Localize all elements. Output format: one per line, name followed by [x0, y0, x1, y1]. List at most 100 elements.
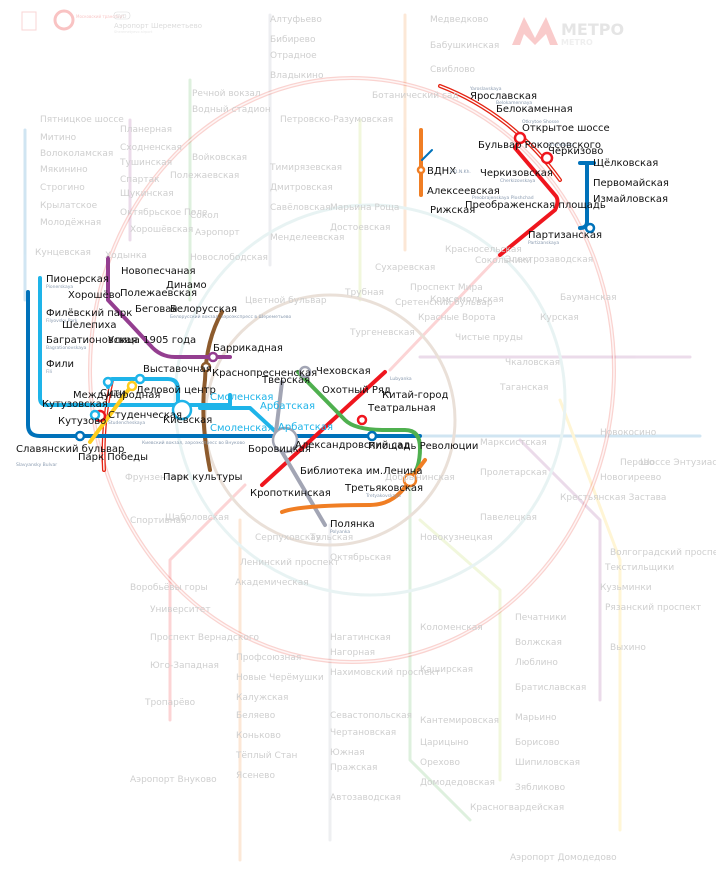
- airport-vnukovo-label[interactable]: Аэропорт Внуково: [130, 775, 217, 785]
- faded-station-label[interactable]: Кунцевская: [35, 248, 91, 258]
- label-filyovsky-park[interactable]: Филёвский парк: [46, 308, 132, 319]
- label-pionerskaya[interactable]: Пионерская: [46, 274, 109, 285]
- label-vdnkh[interactable]: ВДНХ: [427, 166, 456, 177]
- partizanskaya-marker[interactable]: [584, 222, 596, 234]
- label-rizhskaya[interactable]: Рижская: [430, 205, 475, 216]
- faded-station-label[interactable]: Менделеевская: [270, 233, 344, 243]
- label-otkrytoe[interactable]: Открытое шоссе: [522, 123, 610, 134]
- faded-station-label[interactable]: Чертановская: [330, 728, 396, 738]
- faded-station-label[interactable]: Марьина Роща: [330, 203, 399, 213]
- faded-station-label[interactable]: Октябрьская: [330, 553, 391, 563]
- label-belokamennaya[interactable]: Белокаменная: [496, 104, 573, 115]
- label-vystavochnaya[interactable]: Выставочная: [143, 364, 212, 375]
- faded-station-label[interactable]: Сокол: [190, 211, 219, 221]
- label-kitay-gorod[interactable]: Китай-город: [382, 390, 448, 401]
- faded-station-label[interactable]: Красные Ворота: [418, 313, 496, 323]
- label-cherkizovskaya[interactable]: Черкизовская: [480, 168, 553, 179]
- label-teatralnaya[interactable]: Театральная: [367, 403, 436, 414]
- faded-station-label[interactable]: Сходненская: [120, 143, 182, 153]
- faded-station-label[interactable]: Волгоградский проспект: [610, 548, 716, 558]
- faded-station-label[interactable]: Южная: [330, 748, 365, 758]
- faded-station-label[interactable]: Тропарёво: [144, 698, 196, 708]
- label-khoroshyovo[interactable]: Хорошёво: [68, 290, 121, 301]
- faded-station-label[interactable]: Митино: [40, 133, 77, 143]
- faded-station-label[interactable]: Волоколамская: [40, 149, 113, 159]
- label-mezhdunarodnaya[interactable]: Международная: [73, 390, 160, 401]
- faded-station-label[interactable]: Рязанский проспект: [605, 603, 701, 613]
- barrikadnaya-marker[interactable]: [207, 351, 219, 363]
- faded-station-label[interactable]: Чкаловская: [505, 358, 560, 368]
- chekhovskaya-marker[interactable]: [298, 365, 312, 379]
- label-pervomayskaya[interactable]: Первомайская: [593, 178, 669, 189]
- label-polyanka[interactable]: Полянка: [330, 519, 375, 530]
- faded-station-label[interactable]: Люблино: [515, 658, 558, 668]
- faded-station-label[interactable]: Тульская: [309, 533, 353, 543]
- faded-station-label[interactable]: Савёловская: [270, 203, 331, 213]
- label-shchyolkovskaya[interactable]: Щёлковская: [593, 158, 658, 169]
- label-tretyakovskaya[interactable]: Третьяковская: [344, 483, 423, 494]
- faded-station-label[interactable]: Добрынинская: [385, 473, 455, 483]
- faded-station-label[interactable]: Тёплый Стан: [235, 751, 298, 761]
- faded-station-label[interactable]: Хорошёвская: [130, 225, 193, 235]
- faded-station-label[interactable]: Волжская: [515, 638, 562, 648]
- faded-station-label[interactable]: Водный стадион: [192, 105, 271, 115]
- faded-station-label[interactable]: Аэропорт: [195, 228, 240, 238]
- label-dinamo[interactable]: Динамо: [166, 280, 207, 291]
- faded-station-label[interactable]: Ходынка: [105, 251, 147, 261]
- faded-station-label[interactable]: Трубная: [344, 288, 384, 298]
- label-preobrazhenskaya[interactable]: Преображенская площадь: [465, 200, 606, 211]
- faded-station-label[interactable]: Курская: [540, 313, 579, 323]
- label-siti[interactable]: Сити: [100, 388, 126, 399]
- faded-station-label[interactable]: Отрадное: [270, 51, 317, 61]
- label-ulitsa-1905[interactable]: Улица 1905 года: [108, 335, 196, 346]
- label-park-pobedy[interactable]: Парк Победы: [78, 452, 148, 463]
- label-biblioteka[interactable]: Библиотека им.Ленина: [300, 466, 422, 477]
- faded-station-label[interactable]: Мякинино: [40, 165, 88, 175]
- faded-station-label[interactable]: Тургеневская: [349, 328, 415, 338]
- faded-station-label[interactable]: Новогиреево: [600, 473, 662, 483]
- faded-station-label[interactable]: Свиблово: [430, 65, 476, 75]
- faded-station-label[interactable]: Павелецкая: [480, 513, 537, 523]
- faded-station-label[interactable]: Красносельская: [445, 245, 522, 255]
- label-alekseevskaya[interactable]: Алексеевская: [427, 186, 500, 197]
- faded-station-label[interactable]: Калужская: [236, 693, 288, 703]
- label-smolenskaya-arbatskaya[interactable]: Смоленская: [210, 423, 273, 434]
- faded-station-label[interactable]: Проспект Вернадского: [150, 633, 260, 643]
- faded-station-label[interactable]: Молодёжная: [40, 218, 101, 228]
- faded-station-label[interactable]: Новослободская: [190, 253, 268, 263]
- faded-station-label[interactable]: Царицыно: [420, 738, 469, 748]
- label-shelepikha[interactable]: Шелепиха: [62, 320, 116, 331]
- faded-station-label[interactable]: Полежаевская: [170, 171, 239, 181]
- label-krasnopresnenskaya[interactable]: Краснопресненская: [212, 368, 317, 379]
- label-bagrationovskaya[interactable]: Багратионовская: [46, 335, 137, 346]
- label-borovitskaya[interactable]: Боровицкая: [248, 444, 311, 455]
- faded-station-label[interactable]: Бауманская: [560, 293, 617, 303]
- faded-station-label[interactable]: Щукинская: [120, 189, 174, 199]
- airport-sheremetyevo-label[interactable]: Аэропорт Шереметьево: [114, 22, 202, 30]
- faded-station-label[interactable]: Печатники: [515, 613, 567, 623]
- label-cherkizovo[interactable]: Черкизово: [548, 146, 603, 157]
- faded-station-label[interactable]: Речной вокзал: [192, 89, 261, 99]
- faded-station-label[interactable]: Сокольники: [475, 256, 532, 266]
- faded-station-label[interactable]: Ясенево: [236, 771, 275, 781]
- label-delovoy[interactable]: Деловой центр: [136, 385, 216, 396]
- faded-station-label[interactable]: Текстильщики: [604, 563, 674, 573]
- faded-station-label[interactable]: Планерная: [120, 125, 172, 135]
- faded-station-label[interactable]: Новокузнецкая: [420, 533, 493, 543]
- label-studencheskaya[interactable]: Студенческая: [108, 410, 182, 421]
- vdnkh-marker[interactable]: [416, 165, 426, 175]
- label-belorusskaya[interactable]: Белорусская: [170, 304, 237, 315]
- teatralnaya-marker[interactable]: [356, 414, 368, 426]
- label-yaroslavskaya[interactable]: Ярославская: [470, 91, 537, 102]
- faded-station-label[interactable]: Чистые пруды: [455, 333, 523, 343]
- faded-station-label[interactable]: Домодедовская: [420, 778, 495, 788]
- airport-domodedovo-label[interactable]: Аэропорт Домодедово: [510, 853, 617, 863]
- faded-station-label[interactable]: Тушинская: [119, 158, 172, 168]
- tretyakovskaya-marker[interactable]: [402, 472, 418, 488]
- faded-station-label[interactable]: Марьино: [515, 713, 557, 723]
- faded-station-label[interactable]: Дмитровская: [270, 183, 333, 193]
- aleksandrovsky-sad-marker[interactable]: [271, 426, 299, 454]
- faded-station-label[interactable]: Медведково: [430, 15, 489, 25]
- faded-station-label[interactable]: Коньково: [236, 731, 281, 741]
- faded-station-label[interactable]: Шаболовская: [165, 513, 229, 523]
